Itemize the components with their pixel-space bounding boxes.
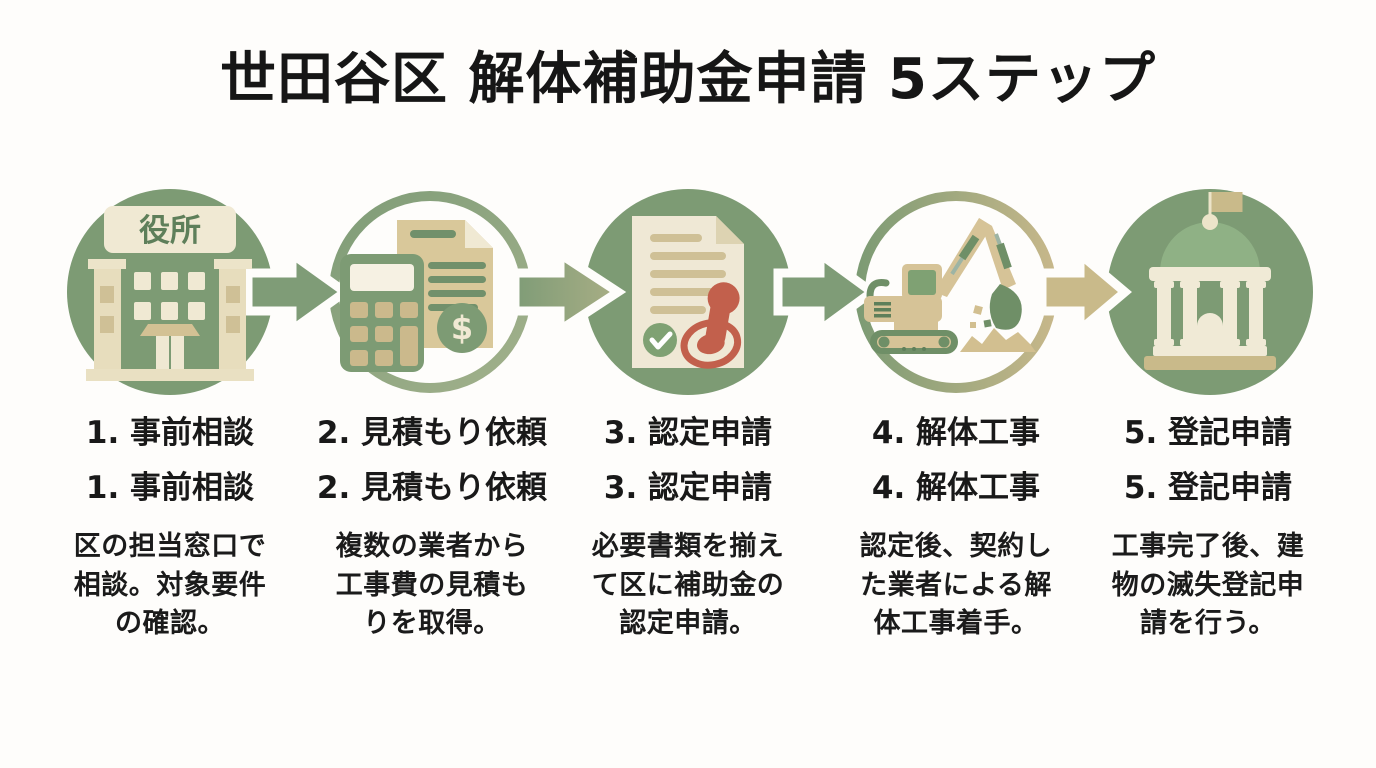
step1-description: 区の担当窓口で 相談。対象要件 の確認。	[73, 531, 267, 639]
step5-column: 5. 登記申請 5. 登記申請 工事完了後、建 物の滅失登記申 請を行う。	[1073, 415, 1343, 643]
step5-label: 5. 登記申請	[1123, 415, 1293, 451]
process-flow-diagram: 役所	[67, 189, 1313, 395]
calculator-estimate-icon: $	[340, 220, 493, 372]
step2-label-repeat: 2. 見積もり依頼	[316, 469, 548, 506]
arrow-right-icon	[243, 245, 353, 339]
flag-icon	[1211, 192, 1243, 212]
step4-label-repeat: 4. 解体工事	[871, 469, 1041, 506]
page-title: 世田谷区 解体補助金申請 5ステップ	[220, 47, 1156, 112]
step4-column: 4. 解体工事 4. 解体工事 認定後、契約し た業者による解 体工事着手。	[821, 415, 1091, 643]
step3-label-repeat: 3. 認定申請	[603, 469, 773, 506]
check-icon	[643, 323, 677, 357]
city-hall-sign-text: 役所	[139, 213, 201, 249]
step2-label: 2. 見積もり依頼	[316, 415, 548, 451]
city-hall-icon: 役所	[86, 206, 254, 381]
step4-description: 認定後、契約し た業者による解 体工事着手。	[859, 531, 1053, 639]
step1-label: 1. 事前相談	[85, 415, 255, 451]
government-building-icon	[1144, 192, 1276, 370]
step4-ring	[855, 191, 1057, 393]
step3-column: 3. 認定申請 3. 認定申請 必要書類を揃え て区に補助金の 認定申請。	[553, 415, 823, 643]
dollar-sign: $	[451, 309, 473, 347]
step5-description: 工事完了後、建 物の滅失登記申 請を行う。	[1111, 531, 1305, 639]
step3-description: 必要書類を揃え て区に補助金の 認定申請。	[591, 531, 785, 639]
step1-label-repeat: 1. 事前相談	[85, 469, 255, 506]
excavator-icon	[864, 218, 1036, 354]
arrow-right-icon	[510, 245, 627, 339]
arrow-right-icon	[1037, 244, 1132, 340]
step4-label: 4. 解体工事	[871, 415, 1041, 451]
step3-label: 3. 認定申請	[603, 415, 773, 451]
step5-label-repeat: 5. 登記申請	[1123, 469, 1293, 506]
arrow-right-icon	[773, 245, 880, 339]
step2-description: 複数の業者から 工事費の見積も りを取得。	[335, 531, 529, 639]
step2-column: 2. 見積もり依頼 2. 見積もり依頼 複数の業者から 工事費の見積も りを取得…	[297, 415, 567, 643]
approved-document-stamp-icon	[632, 216, 744, 369]
step1-column: 1. 事前相談 1. 事前相談 区の担当窓口で 相談。対象要件 の確認。	[35, 415, 305, 643]
stamp-icon	[680, 282, 742, 369]
